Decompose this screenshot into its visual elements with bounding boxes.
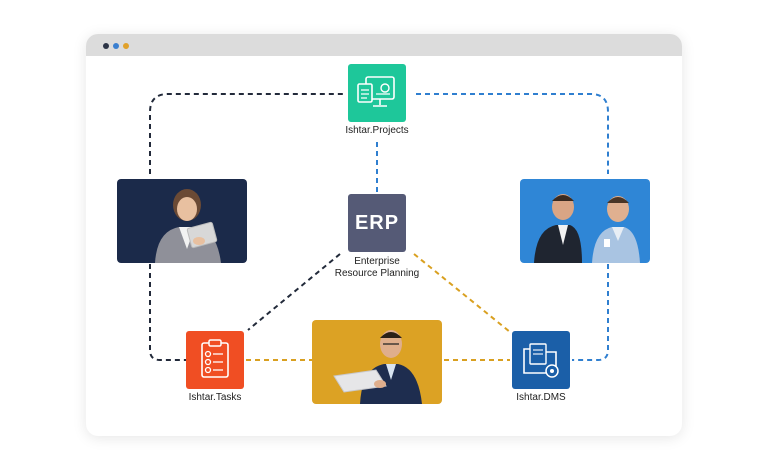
folder-gear-icon <box>523 343 559 378</box>
man-with-laptop-illustration <box>333 330 422 404</box>
erp-tile[interactable]: ERP <box>348 194 406 252</box>
photo-man-with-laptop <box>312 320 442 404</box>
photo-two-businessmen <box>520 179 650 263</box>
dms-tile[interactable] <box>512 331 570 389</box>
projects-tile[interactable] <box>348 64 406 122</box>
window-dot-minimize[interactable] <box>113 43 119 49</box>
two-businessmen-illustration <box>534 194 640 263</box>
erp-label: Enterprise Resource Planning <box>312 256 442 280</box>
dms-label: Ishtar.DMS <box>516 392 566 403</box>
connector-erp-dms <box>413 253 511 333</box>
connector-photo-tasks <box>149 264 186 361</box>
monitor-documents-icon <box>357 76 395 107</box>
tasks-tile[interactable] <box>186 331 244 389</box>
clipboard-checklist-icon <box>201 339 229 378</box>
connector-erp-tasks <box>247 253 341 331</box>
erp-label-line1: Enterprise <box>354 256 400 267</box>
browser-window: Ishtar.Projects ERP Enterprise Resource … <box>86 34 682 436</box>
tasks-label: Ishtar.Tasks <box>188 392 242 403</box>
window-dot-maximize[interactable] <box>123 43 129 49</box>
woman-with-tablet-illustration <box>155 189 221 263</box>
connector-photo-dms <box>572 264 609 361</box>
connector-projects-right <box>416 93 609 174</box>
connector-projects-left <box>149 93 344 174</box>
window-titlebar <box>86 34 682 56</box>
projects-label: Ishtar.Projects <box>345 125 409 136</box>
photo-woman-with-tablet <box>117 179 247 263</box>
erp-title: ERP <box>354 211 400 234</box>
window-dot-close[interactable] <box>103 43 109 49</box>
erp-label-line2: Resource Planning <box>334 268 420 279</box>
connector-lines <box>149 93 609 361</box>
